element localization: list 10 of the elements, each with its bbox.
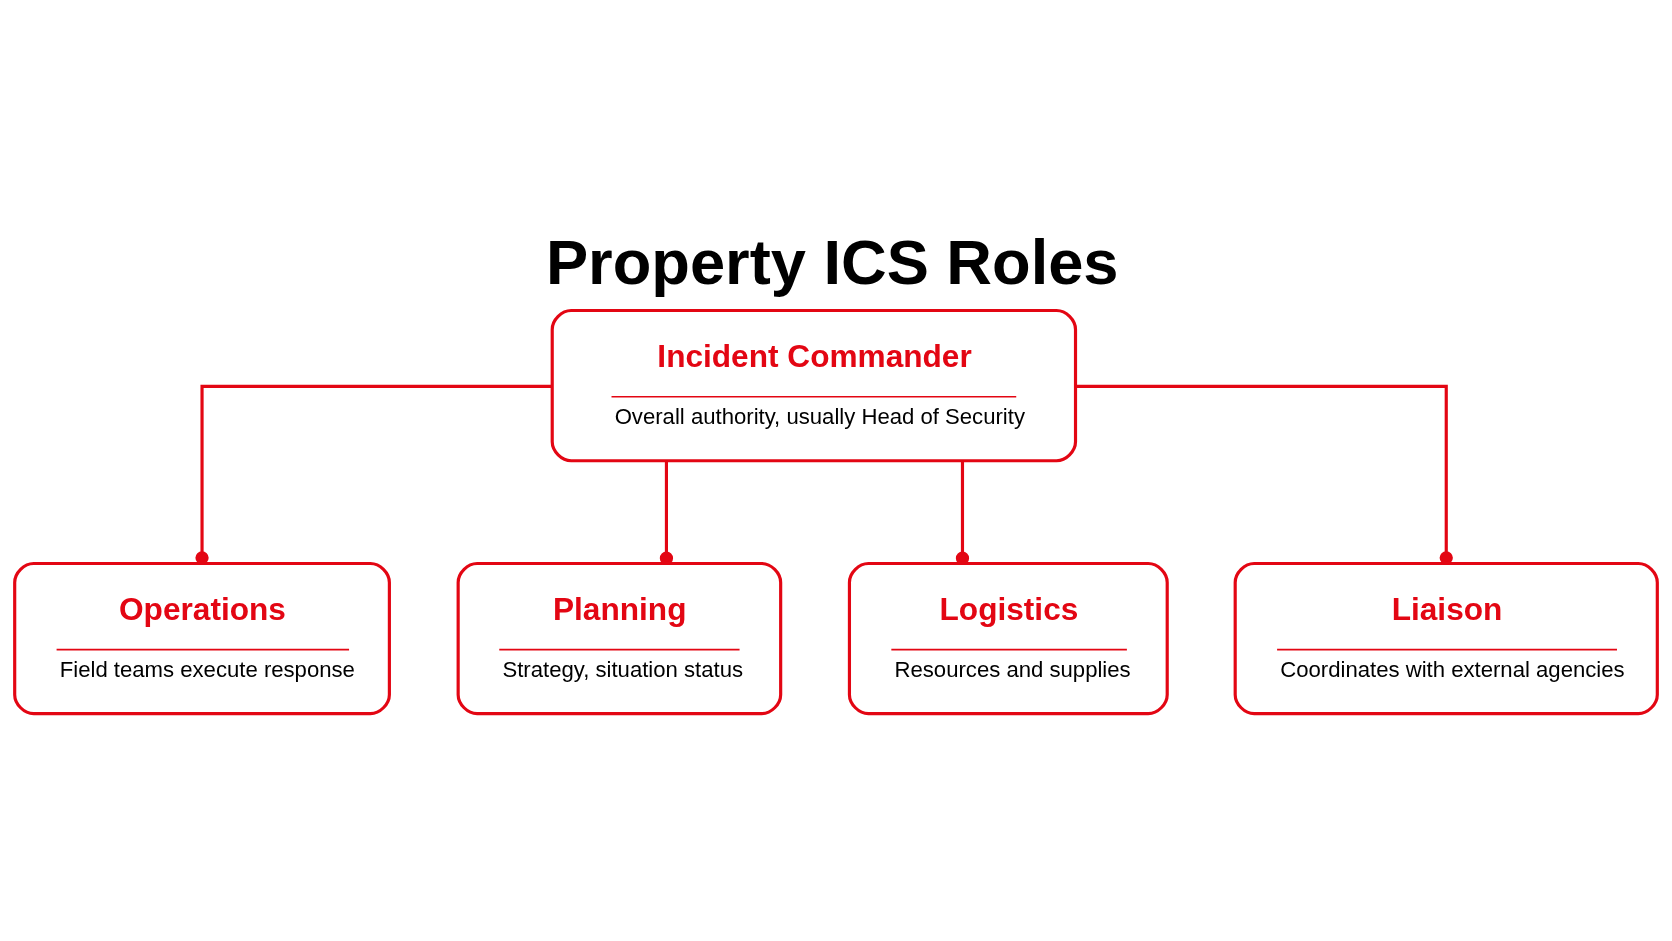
connector [659, 460, 674, 565]
node-box: Planning Strategy, situation status [456, 561, 783, 715]
connector [1075, 384, 1453, 564]
node-box: Incident Commander Overall authority, usually Head of Security [550, 308, 1078, 462]
node-box: Liaison Coordinates with external agencies [1233, 561, 1659, 715]
node-box: Operations Field teams execute response [13, 561, 391, 715]
connector [955, 460, 970, 565]
connector [195, 384, 553, 564]
diagram-title: Property ICS Roles [545, 226, 1119, 297]
node-box: Logistics Resources and supplies [847, 561, 1169, 715]
